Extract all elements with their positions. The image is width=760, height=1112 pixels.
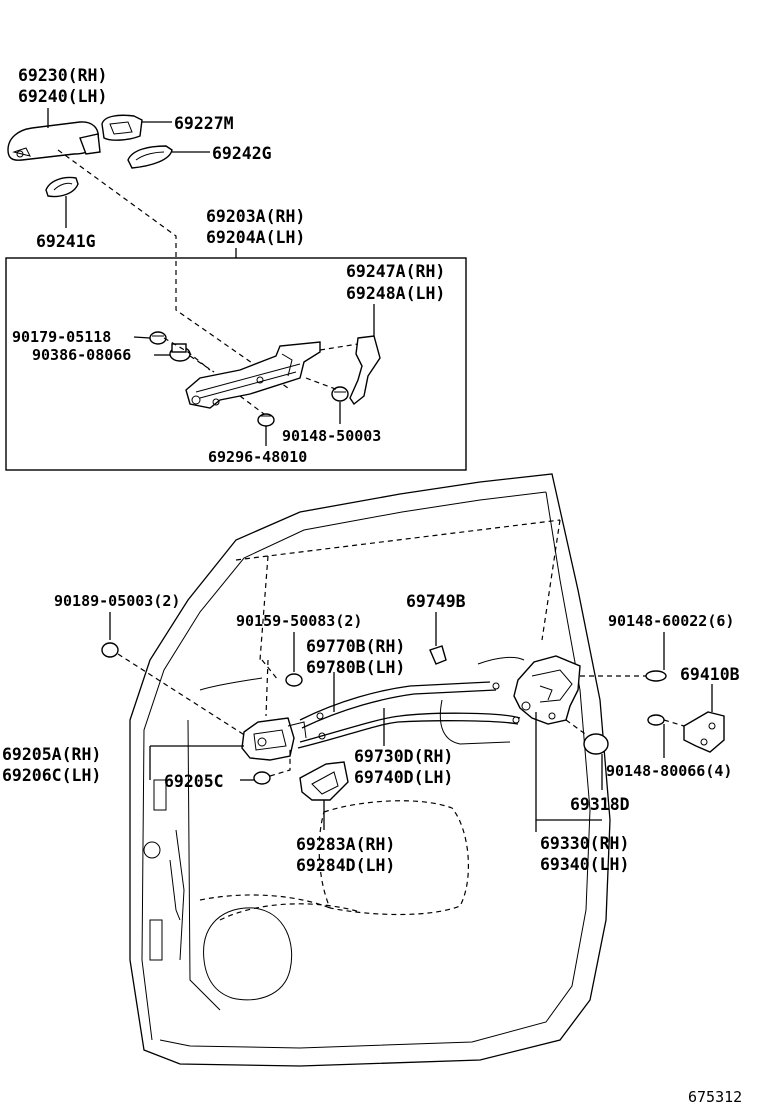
label-69318D: 69318D	[570, 795, 630, 814]
handle-frame-box	[5, 248, 467, 471]
handle-pad-part	[127, 145, 173, 169]
handle-cap-part	[101, 114, 143, 141]
screw-90148-80066	[647, 714, 665, 726]
screw-90148-50003	[331, 386, 349, 402]
label-69241G: 69241G	[36, 232, 96, 251]
label-69247A: 69247A(RH)	[346, 262, 445, 281]
label-69749B: 69749B	[406, 592, 466, 611]
door-lock-part	[513, 655, 581, 725]
label-69248A: 69248A(LH)	[346, 284, 445, 303]
label-69330: 69330(RH)	[540, 834, 629, 853]
inside-handle-part	[241, 717, 295, 761]
bolt-90189	[101, 642, 119, 658]
handle-frame-part	[185, 341, 321, 409]
cap-69318D	[583, 733, 609, 755]
label-69227M: 69227M	[174, 114, 234, 133]
lock-rod-part	[349, 335, 381, 406]
label-69240: 69240(LH)	[18, 87, 107, 106]
label-69203A: 69203A(RH)	[206, 207, 305, 226]
label-69740D: 69740D(LH)	[354, 768, 453, 787]
label-90148-80066: 90148-80066(4)	[606, 762, 732, 780]
label-69340: 69340(LH)	[540, 855, 629, 874]
label-90148-60022: 90148-60022(6)	[608, 612, 734, 630]
label-90159: 90159-50083(2)	[236, 612, 362, 630]
bolt-90386	[169, 343, 191, 362]
inside-handle-group	[101, 612, 307, 785]
label-69205C: 69205C	[164, 772, 224, 791]
screw-69205C	[253, 771, 271, 785]
label-69204A: 69204A(LH)	[206, 228, 305, 247]
door-panel-group	[129, 473, 611, 1067]
label-69730D: 69730D(RH)	[354, 747, 453, 766]
label-69283A: 69283A(RH)	[296, 835, 395, 854]
outside-handle-group	[7, 108, 289, 389]
label-69205A: 69205A(RH)	[2, 745, 101, 764]
bezel-group	[299, 761, 349, 830]
bolt-90159	[285, 673, 303, 687]
handle-bezel-69283A	[299, 761, 349, 801]
label-69410B: 69410B	[680, 665, 740, 684]
label-90179: 90179-05118	[12, 328, 111, 346]
label-69770B: 69770B(RH)	[306, 637, 405, 656]
bolt-90179	[149, 331, 167, 345]
handle-gasket-part	[45, 176, 79, 198]
label-90148-50003: 90148-50003	[282, 427, 381, 445]
door-lock-group	[513, 632, 725, 832]
label-69242G: 69242G	[212, 144, 272, 163]
striker-69410B	[683, 711, 725, 753]
label-90386: 90386-08066	[32, 346, 131, 364]
screw-69296	[257, 413, 275, 427]
cable-group	[297, 612, 521, 749]
label-69780B: 69780B(LH)	[306, 658, 405, 677]
diagram-id: 675312	[688, 1088, 742, 1106]
label-69206C: 69206C(LH)	[2, 766, 101, 785]
label-69284D: 69284D(LH)	[296, 856, 395, 875]
clip-69749B	[429, 645, 447, 665]
label-90189: 90189-05003(2)	[54, 592, 180, 610]
speaker-outline	[203, 907, 293, 1001]
label-69230: 69230(RH)	[18, 66, 107, 85]
door-outline	[129, 473, 611, 1067]
screw-90148-60022	[645, 670, 667, 682]
label-69296: 69296-48010	[208, 448, 307, 466]
